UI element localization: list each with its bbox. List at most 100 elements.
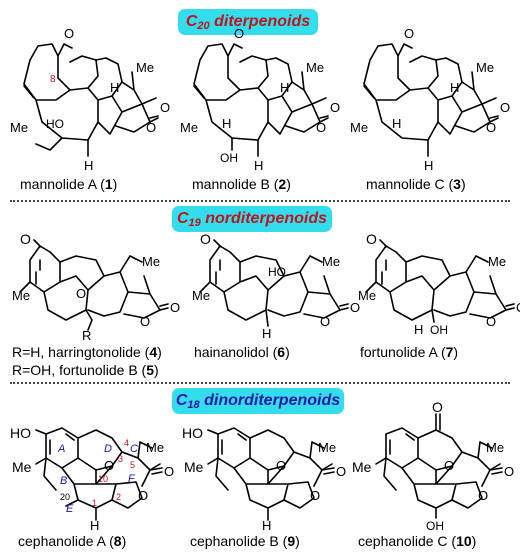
locant-2: 2 <box>116 492 121 502</box>
atom-h: H <box>262 326 271 341</box>
atom-oh: OH <box>430 323 448 337</box>
atom-o: O <box>504 464 514 479</box>
banner-c18-text: C18 dinorditerpenoids <box>175 391 341 411</box>
atom-r: R <box>82 328 91 343</box>
atom-ho: HO <box>46 117 64 131</box>
atom-o: O <box>164 464 174 479</box>
atom-h: H <box>262 518 271 533</box>
banner-c19-text: C19 norditerpenoids <box>176 209 328 229</box>
atom-o: O <box>234 26 244 41</box>
atom-me: Me <box>358 288 376 303</box>
atom-o: O <box>500 100 510 115</box>
ring-label-b: B <box>60 475 67 487</box>
structure-mannolide-c: O Me H Me H H O O <box>350 26 510 173</box>
label-harringtonolide: R=H, harringtonolide (4) <box>12 344 162 360</box>
atom-o: O <box>486 314 496 329</box>
locant-5: 5 <box>130 460 135 470</box>
structure-cephanolide-b: HO Me Me O O O H <box>182 425 346 533</box>
atom-o: O <box>64 26 74 41</box>
atom-me: Me <box>12 459 32 475</box>
atom-h: H <box>280 80 289 95</box>
atom-h: H <box>110 80 119 95</box>
atom-o: O <box>404 26 414 41</box>
atom-me: Me <box>192 288 210 303</box>
ring-label-f: F <box>128 473 136 485</box>
locant-4: 4 <box>124 438 129 448</box>
atom-me: Me <box>322 254 340 269</box>
atom-me: Me <box>350 120 368 135</box>
atom-h: H <box>450 80 459 95</box>
banner-c19-norditerpenoids: C19 norditerpenoids <box>172 206 332 232</box>
structure-harringtonolide: O Me Me O O O R <box>12 231 180 343</box>
atom-ho: HO <box>182 425 203 441</box>
atom-o: O <box>200 231 211 247</box>
structure-hainanolidol: O HO Me Me H O O <box>192 231 360 341</box>
atom-h: H <box>84 158 93 173</box>
atom-o: O <box>330 100 340 115</box>
atom-h: H <box>392 116 401 131</box>
label-mannolide-b: mannolide B (2) <box>192 176 291 192</box>
atom-o: O <box>444 458 454 473</box>
atom-me: Me <box>180 120 198 135</box>
atom-o: O <box>310 488 320 503</box>
ring-label-c: C <box>130 443 138 455</box>
atom-o: O <box>160 100 170 115</box>
locant-3: 3 <box>118 454 123 464</box>
atom-me: Me <box>184 459 204 475</box>
atom-o: O <box>350 300 360 315</box>
atom-o: O <box>76 286 86 301</box>
atom-me: Me <box>146 440 164 455</box>
atom-ho: HO <box>268 265 286 279</box>
ring-label-d: D <box>104 443 112 455</box>
atom-me: Me <box>488 254 506 269</box>
atom-me: Me <box>476 60 494 75</box>
atom-me: Me <box>486 440 504 455</box>
atom-o: O <box>276 458 286 473</box>
atom-o: O <box>320 314 330 329</box>
section-divider-1 <box>10 200 510 202</box>
atom-oh: OH <box>426 519 444 533</box>
banner-c18-dinorditerpenoids: C18 dinorditerpenoids <box>172 388 344 414</box>
atom-o: O <box>138 488 148 503</box>
atom-o: O <box>366 231 377 247</box>
atom-h: H <box>254 158 263 173</box>
atom-o: O <box>516 300 520 315</box>
atom-o: O <box>146 120 156 135</box>
label-cephanolide-c: cephanolide C (10) <box>358 533 477 549</box>
banner-c20-diterpenoids: C20 diterpenoids <box>178 9 318 35</box>
label-fortunolide-b: R=OH, fortunolide B (5) <box>12 362 159 378</box>
atom-o: O <box>432 399 443 415</box>
atom-me: Me <box>142 254 160 269</box>
atom-o: O <box>478 488 488 503</box>
atom-h: H <box>414 322 423 337</box>
atom-me: Me <box>352 459 372 475</box>
structure-mannolide-a: O 8 Me H Me HO H O O <box>10 26 170 173</box>
atom-me: Me <box>306 60 324 75</box>
atom-me: Me <box>318 440 336 455</box>
label-hainanolidol: hainanolidol (6) <box>194 344 290 360</box>
atom-oh: OH <box>220 151 238 165</box>
label-mannolide-a: mannolide A (1) <box>20 176 118 192</box>
atom-o: O <box>336 464 346 479</box>
locant-1: 1 <box>92 498 97 508</box>
locant-8: 8 <box>50 74 56 85</box>
atom-me: Me <box>136 60 154 75</box>
atom-me: Me <box>12 288 30 303</box>
atom-h: H <box>424 158 433 173</box>
locant-20: 20 <box>60 492 70 502</box>
atom-o: O <box>170 300 180 315</box>
structure-fortunolide-a: O Me Me H OH O O <box>358 231 520 337</box>
label-fortunolide-a: fortunolide A (7) <box>360 344 459 360</box>
label-mannolide-c: mannolide C (3) <box>366 176 466 192</box>
atom-h: H <box>222 116 231 131</box>
atom-o: O <box>316 120 326 135</box>
banner-c20-text: C20 diterpenoids <box>185 12 311 32</box>
atom-o: O <box>140 314 150 329</box>
structure-cephanolide-a: HO Me Me O O O H A B D C E F 4 3 5 10 1 … <box>10 425 174 533</box>
atom-me: Me <box>10 120 28 135</box>
ring-label-a: A <box>57 443 65 455</box>
locant-10: 10 <box>98 474 108 484</box>
structure-cephanolide-c: O Me Me O O O OH <box>352 399 514 533</box>
atom-ho: HO <box>10 425 31 441</box>
